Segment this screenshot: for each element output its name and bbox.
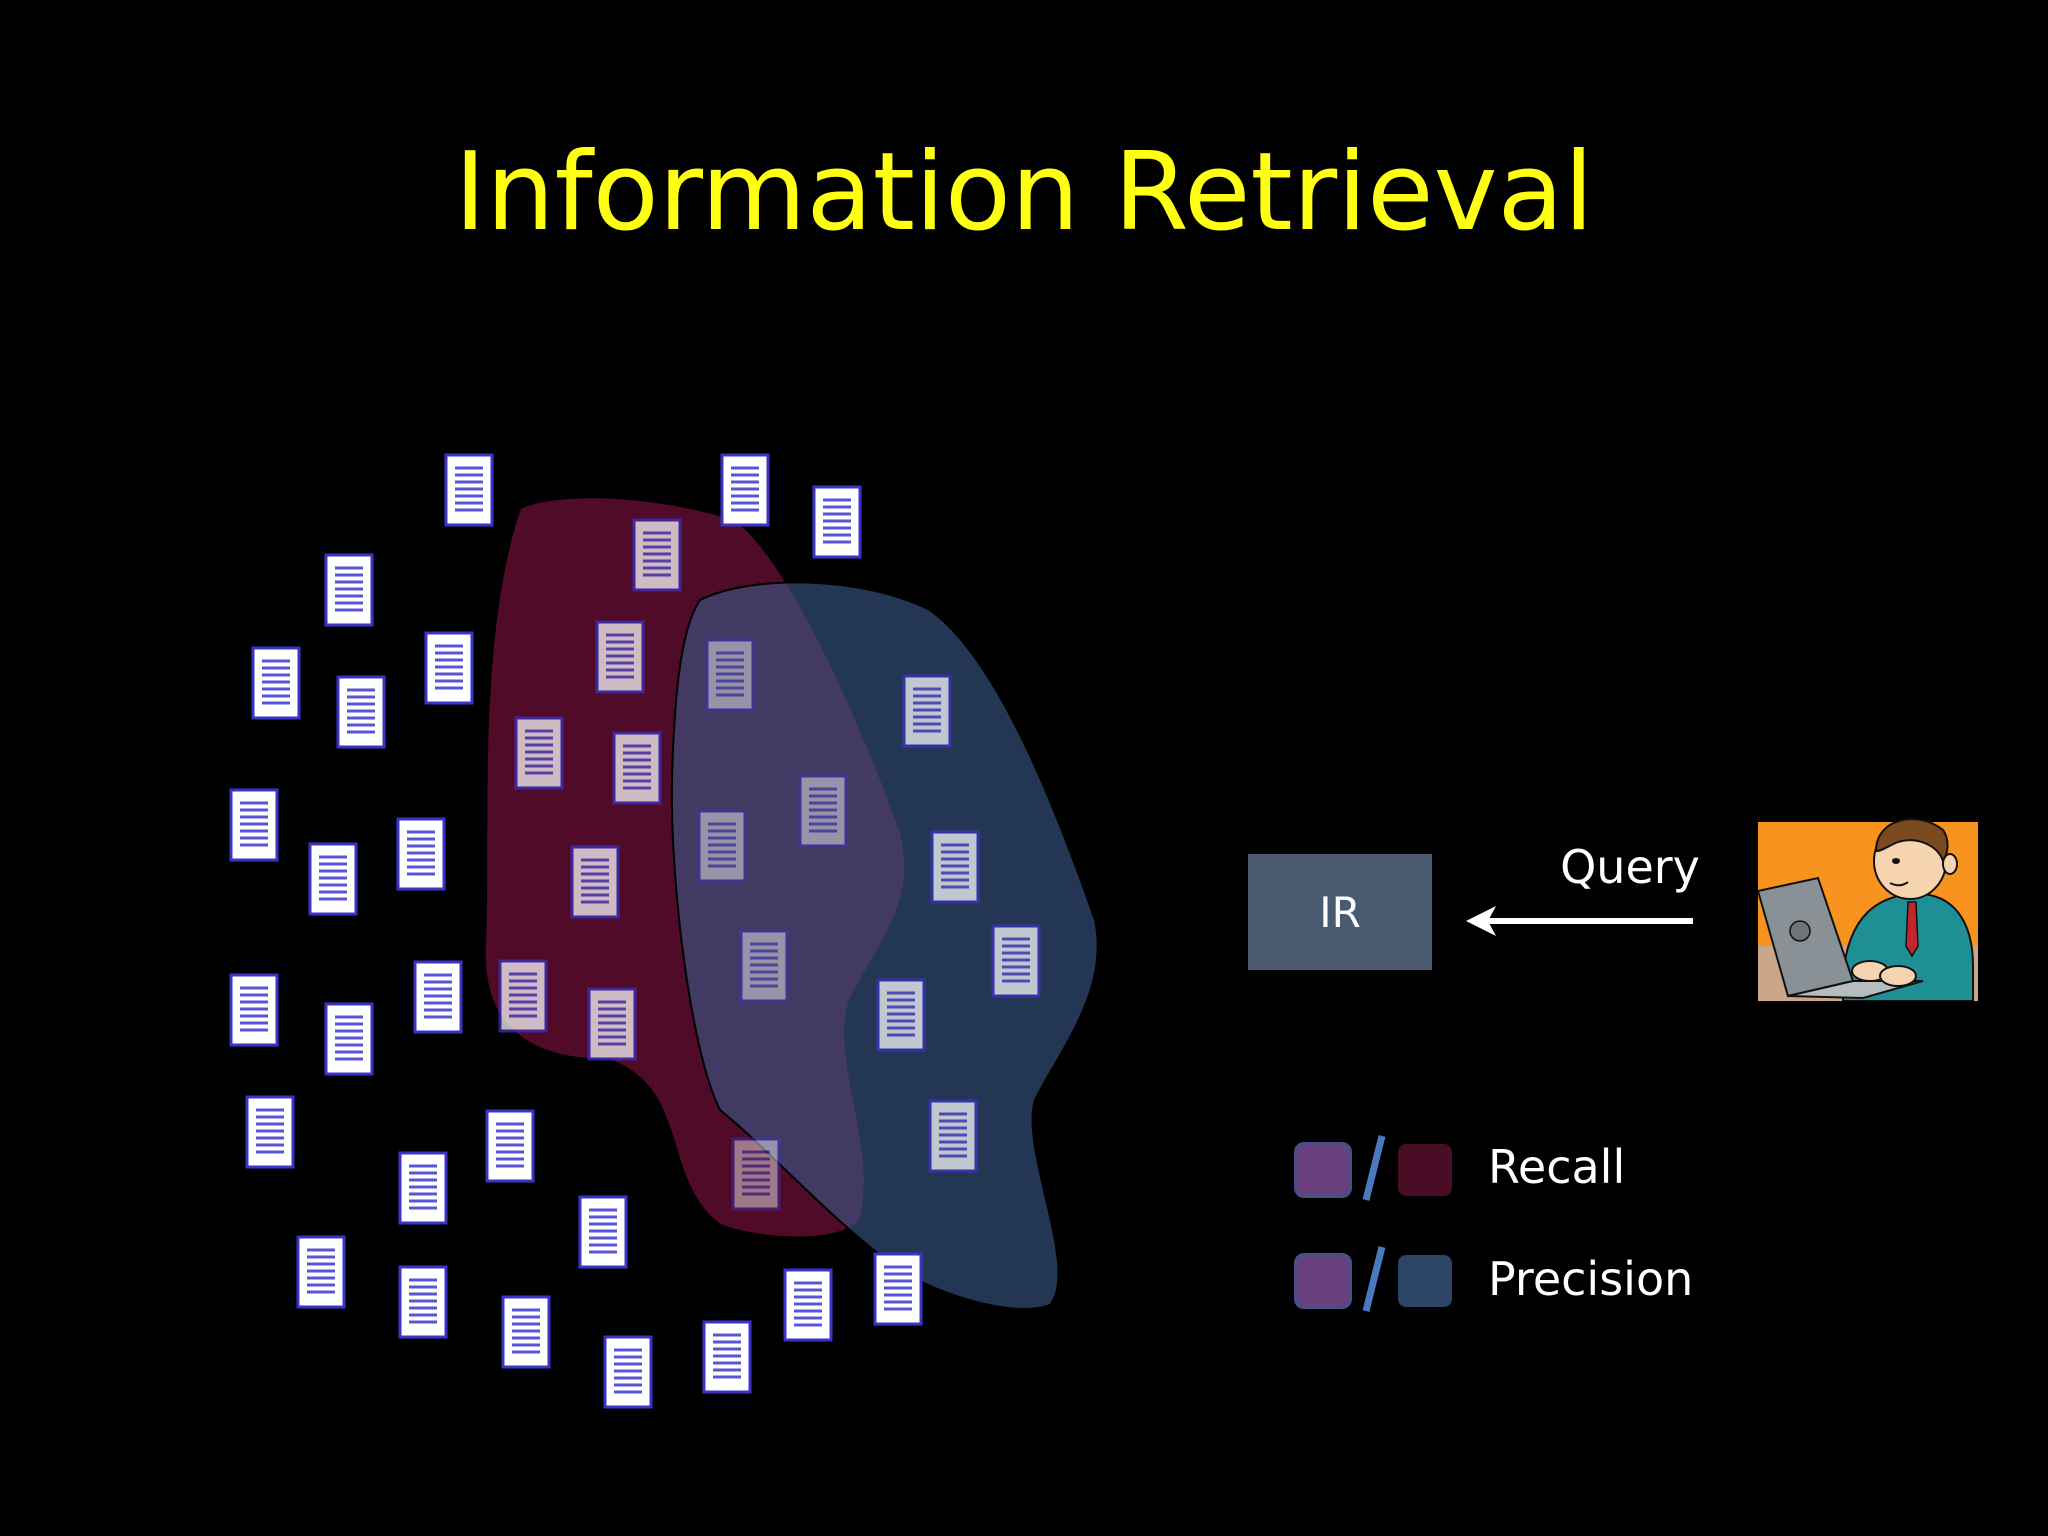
query-label: Query <box>1560 840 1700 894</box>
retrieved-set-region <box>670 581 1099 1310</box>
document-icon <box>444 453 494 527</box>
document-icon <box>930 830 980 904</box>
slide-title: Information Retrieval <box>454 130 1594 255</box>
document-icon <box>324 553 374 627</box>
document-icon <box>697 809 747 883</box>
document-icon <box>398 1151 448 1225</box>
document-icon <box>485 1109 535 1183</box>
document-icon <box>578 1195 628 1269</box>
document-icon <box>251 646 301 720</box>
document-icon <box>308 842 358 916</box>
document-icon <box>595 620 645 694</box>
document-icon <box>739 929 789 1003</box>
legend-slash <box>1362 1135 1386 1201</box>
document-icon <box>296 1235 346 1309</box>
document-icon <box>902 674 952 748</box>
ir-box-label: IR <box>1319 887 1361 937</box>
person-at-laptop-icon <box>1758 818 1978 1001</box>
document-icon <box>501 1295 551 1369</box>
legend-slash <box>1362 1246 1386 1312</box>
document-icon <box>396 817 446 891</box>
legend-swatch-retrieved <box>1398 1255 1452 1307</box>
document-icon <box>498 959 548 1033</box>
document-icon <box>229 973 279 1047</box>
document-icon <box>632 518 682 592</box>
document-icon <box>705 638 755 712</box>
ir-system-box: IR <box>1248 854 1432 970</box>
document-icon <box>245 1095 295 1169</box>
document-icon <box>603 1335 653 1409</box>
document-icon <box>720 453 770 527</box>
document-icon <box>514 716 564 790</box>
document-icon <box>324 1002 374 1076</box>
document-icon <box>336 675 386 749</box>
document-icon <box>612 731 662 805</box>
legend-swatch-relevant <box>1398 1144 1452 1196</box>
legend-swatch-intersection <box>1294 1253 1352 1309</box>
document-icon <box>424 631 474 705</box>
legend <box>1294 1135 1452 1312</box>
legend-precision-label: Precision <box>1488 1252 1694 1306</box>
document-icon <box>398 1265 448 1339</box>
document-icon <box>731 1137 781 1211</box>
document-icon <box>587 987 637 1061</box>
document-icon <box>229 788 279 862</box>
document-icon <box>928 1099 978 1173</box>
document-icon <box>812 485 862 559</box>
document-icon <box>798 774 848 848</box>
legend-swatch-intersection <box>1294 1142 1352 1198</box>
document-icon <box>702 1320 752 1394</box>
document-icon <box>570 845 620 919</box>
document-icon <box>876 978 926 1052</box>
document-icon <box>991 924 1041 998</box>
legend-precision <box>1294 1246 1452 1312</box>
arrow-left-icon <box>1466 906 1693 936</box>
legend-recall-label: Recall <box>1488 1140 1626 1194</box>
document-icon <box>783 1268 833 1342</box>
document-icon <box>873 1252 923 1326</box>
legend-recall <box>1294 1135 1452 1201</box>
document-icon <box>413 960 463 1034</box>
